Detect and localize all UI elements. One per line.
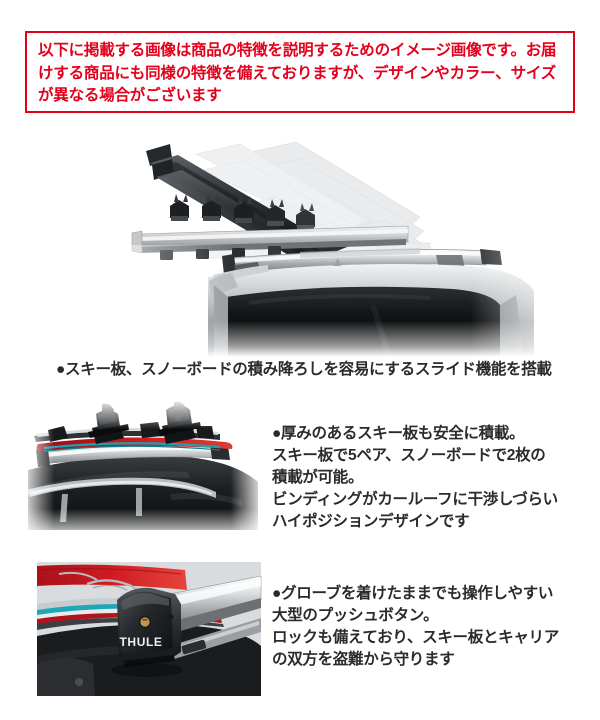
thule-push-button-closeup-illustration: THULE bbox=[35, 560, 263, 698]
image-disclaimer-notice: 以下に掲載する画像は商品の特徴を説明するためのイメージ画像です。お届けする商品に… bbox=[25, 31, 575, 113]
feature-2-photo bbox=[20, 398, 265, 540]
hero-product-image bbox=[0, 125, 600, 357]
feature-row-load-capacity: ●厚みのあるスキー板も安全に積載。 スキー板で5ペア、スノーボードで2枚の 積載… bbox=[0, 398, 600, 543]
image-disclaimer-text: 以下に掲載する画像は商品の特徴を説明するためのイメージ画像です。お届けする商品に… bbox=[38, 42, 557, 104]
ski-carrier-slide-illustration bbox=[0, 125, 600, 357]
snowboard-loaded-roof-illustration bbox=[20, 398, 265, 540]
feature-row-push-button-lock: THULE ●グローブを着けたままでも操作しやすい 大型のプッシュボタン。 ロッ… bbox=[0, 557, 600, 699]
feature-2-description: ●厚みのあるスキー板も安全に積載。 スキー板で5ペア、スノーボードで2枚の 積載… bbox=[272, 425, 558, 530]
thule-brand-wordmark: THULE bbox=[120, 635, 163, 649]
hero-caption: ●スキー板、スノーボードの積み降ろしを容易にするスライド機能を搭載 bbox=[56, 361, 552, 378]
feature-3-photo: THULE bbox=[35, 560, 263, 698]
feature-3-description: ●グローブを着けたままでも操作しやすい 大型のプッシュボタン。 ロックも備えてお… bbox=[272, 585, 559, 668]
